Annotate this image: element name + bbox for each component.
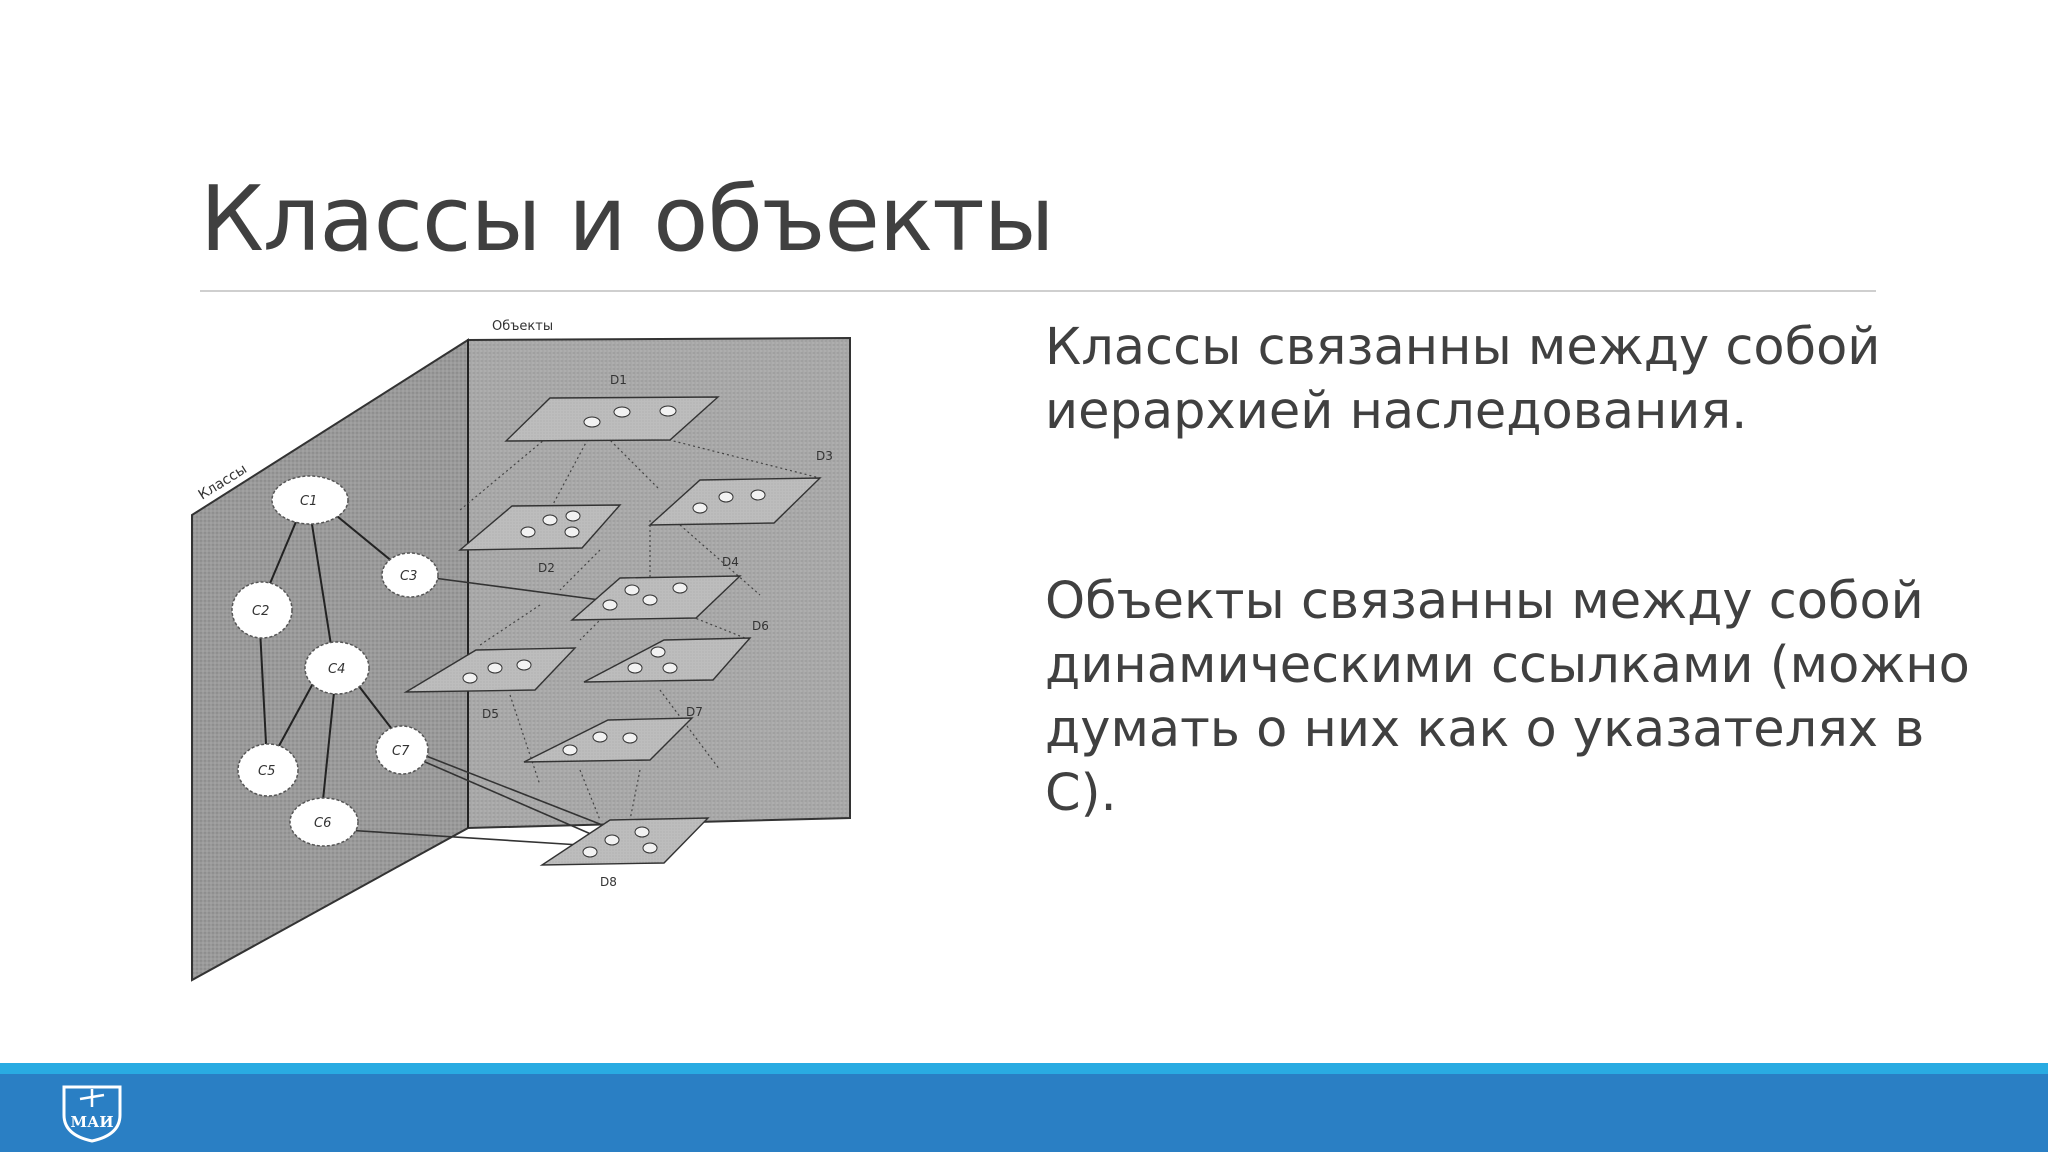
mai-logo-icon: МАИ: [62, 1085, 122, 1143]
object-label: D2: [538, 561, 555, 575]
title-divider: [200, 290, 1876, 292]
object-label: D6: [752, 619, 769, 633]
inheritance-paragraph: Классы связанны между собой иерархией на…: [1045, 318, 1881, 441]
logo-text: МАИ: [71, 1113, 114, 1131]
references-paragraph: Объекты связанны между собой динамически…: [1045, 572, 1970, 823]
object-label: D3: [816, 449, 833, 463]
class-label: C3: [400, 569, 417, 584]
objects-wall-label: Объекты: [492, 319, 553, 334]
class-nodes: [231, 475, 439, 847]
object-nodes: [462, 405, 766, 858]
object-label: D8: [600, 875, 617, 889]
footer-bar: [0, 1074, 2048, 1152]
class-label: C1: [300, 494, 317, 509]
footer-stripe: [0, 1063, 2048, 1074]
slide-title: Классы и объекты: [200, 167, 1055, 272]
class-label: C4: [328, 662, 345, 677]
object-label: D1: [610, 373, 627, 387]
class-label: C7: [392, 744, 410, 759]
projection-lines: [459, 429, 821, 821]
object-label: D5: [482, 707, 499, 721]
class-object-links: [344, 576, 611, 846]
class-label: C5: [258, 764, 275, 779]
class-label: C6: [314, 816, 331, 831]
object-label: D4: [722, 555, 739, 569]
classes-objects-diagram: Объекты Классы: [191, 319, 851, 982]
object-label: D7: [686, 705, 703, 719]
class-label: C2: [252, 604, 269, 619]
